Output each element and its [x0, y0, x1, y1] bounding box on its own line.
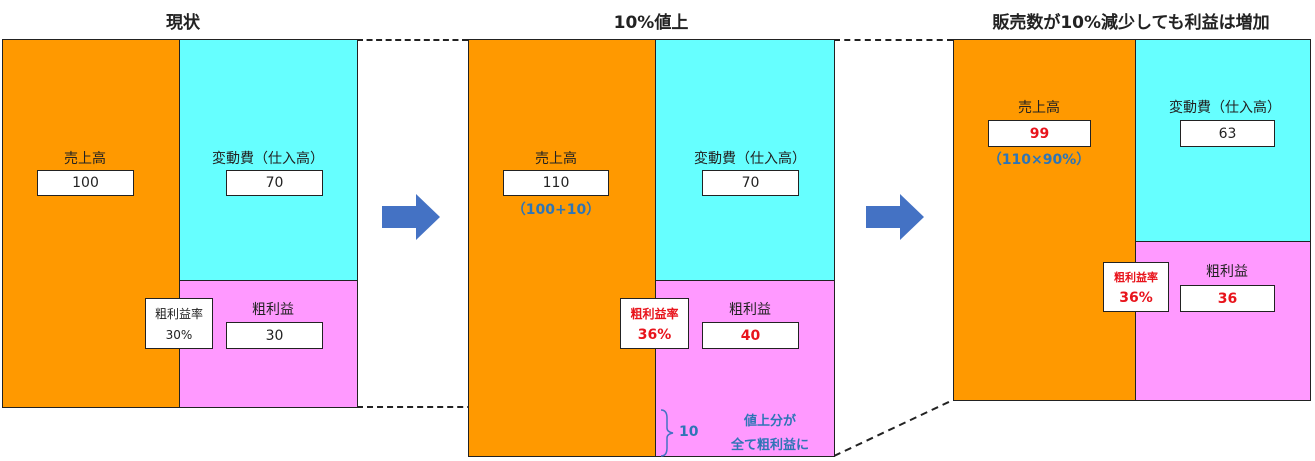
- variable-cost-label: 変動費（仕入高）: [1169, 100, 1281, 116]
- sales-block: [468, 39, 656, 457]
- gross-margin-value: 36%: [637, 326, 672, 343]
- gross-profit-value: 36: [1180, 285, 1275, 312]
- note-line1: 値上分が: [743, 414, 796, 429]
- variable-cost-label: 変動費（仕入高）: [694, 151, 806, 167]
- sales-block: [953, 39, 1136, 401]
- gross-profit-label: 粗利益: [252, 302, 294, 318]
- sales-label: 売上高: [64, 151, 106, 167]
- arrow-right-icon: [382, 194, 440, 240]
- gross-profit-label: 粗利益: [729, 302, 771, 318]
- dashed-connector: [834, 39, 953, 41]
- gross-margin-label: 粗利益率: [630, 306, 679, 321]
- gross-profit-label: 粗利益: [1206, 264, 1248, 280]
- dashed-connector: [357, 39, 468, 41]
- arrow-right-icon: [866, 194, 924, 240]
- variable-cost-block: [179, 39, 358, 281]
- gross-margin-label: 粗利益率: [1114, 270, 1158, 284]
- title-raise: 10%値上: [613, 13, 689, 33]
- sales-value: 99: [988, 120, 1091, 147]
- title-reduce: 販売数が10%減少しても利益は増加: [992, 13, 1270, 33]
- sales-label: 売上高: [535, 151, 577, 167]
- variable-cost-label: 変動費（仕入高）: [212, 151, 324, 167]
- gross-margin-box: 粗利益率 30%: [145, 298, 213, 349]
- gross-margin-label: 粗利益率: [154, 307, 203, 321]
- gross-profit-block: [1135, 241, 1311, 401]
- variable-cost-value: 70: [226, 170, 323, 196]
- sales-note: （100+10）: [511, 202, 601, 218]
- increase-value: 10: [679, 424, 699, 440]
- sales-value: 110: [503, 170, 609, 196]
- title-current: 現状: [166, 13, 200, 33]
- gross-margin-box: 粗利益率 36%: [1103, 262, 1169, 312]
- variable-cost-block: [655, 39, 835, 281]
- gross-profit-value: 30: [226, 322, 323, 349]
- gross-profit-value: 40: [702, 322, 799, 349]
- sales-note: （110×90%）: [987, 152, 1091, 168]
- sales-value: 100: [37, 170, 134, 196]
- gross-margin-value: 30%: [165, 328, 193, 342]
- gross-margin-value: 36%: [1119, 289, 1153, 306]
- note-line2: 全て粗利益に: [730, 438, 809, 453]
- brace-icon: [660, 409, 674, 457]
- sales-block: [2, 39, 180, 408]
- gross-margin-box: 粗利益率 36%: [620, 298, 689, 349]
- sales-label: 売上高: [1018, 100, 1060, 116]
- dashed-diagonal: [834, 399, 954, 457]
- variable-cost-value: 70: [702, 170, 799, 196]
- variable-cost-value: 63: [1180, 120, 1275, 147]
